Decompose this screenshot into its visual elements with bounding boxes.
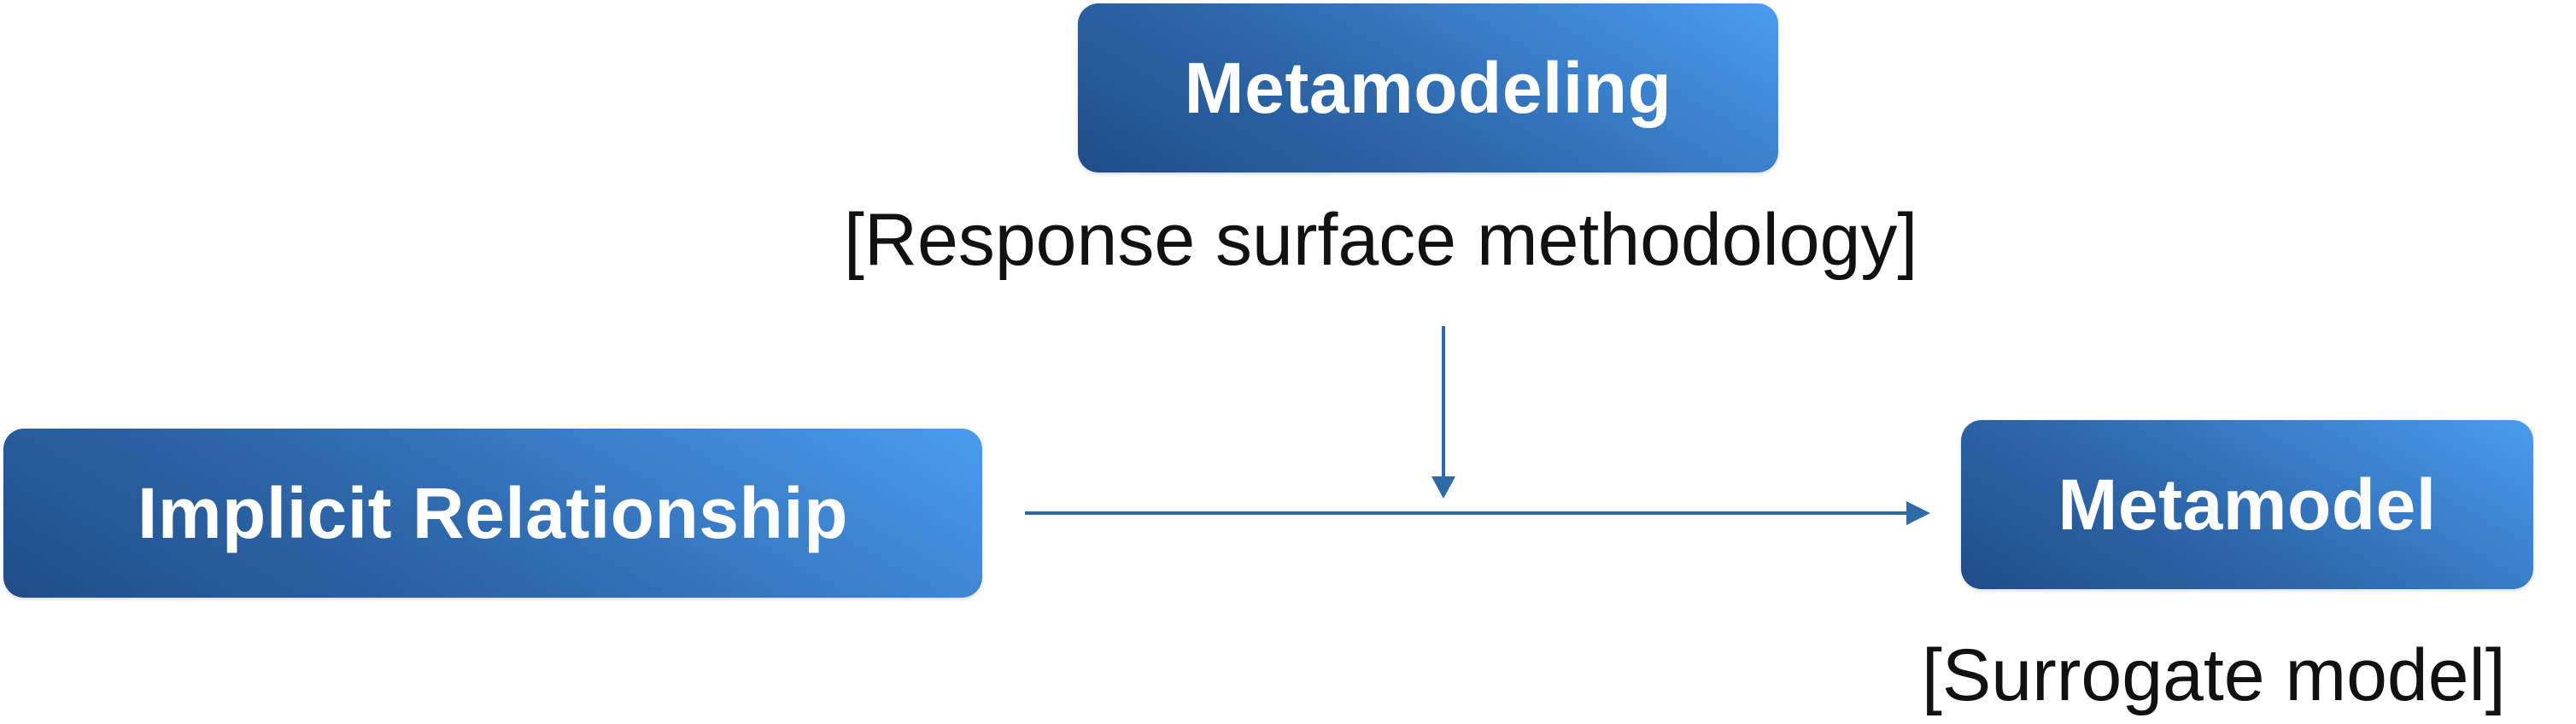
metamodel-node: Metamodel [1961, 420, 2533, 589]
metamodeling-node: Metamodeling [1078, 3, 1778, 172]
surrogate-model-caption: [Surrogate model] [1922, 634, 2506, 716]
metamodeling-label: Metamodeling [1184, 47, 1672, 128]
metamodel-label: Metamodel [2058, 464, 2437, 545]
implicit-relationship-label: Implicit Relationship [138, 472, 848, 553]
vertical-arrow [1431, 326, 1455, 499]
vertical-arrowhead [1431, 476, 1455, 499]
horizontal-arrow [1025, 501, 1930, 525]
horizontal-arrowhead [1906, 501, 1930, 525]
implicit-relationship-node: Implicit Relationship [3, 429, 982, 598]
response-surface-caption: [Response surface methodology] [844, 199, 1918, 281]
